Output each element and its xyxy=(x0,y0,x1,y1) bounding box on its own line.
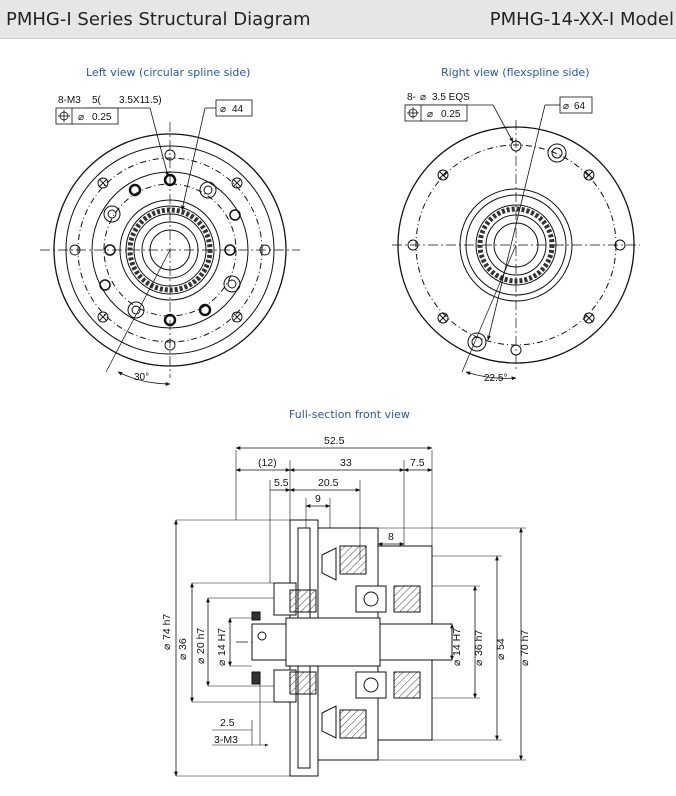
right-view-caption: Right view (flexspline side) xyxy=(441,66,590,79)
model-label: PMHG-14-XX-I Model xyxy=(489,9,674,30)
left-view-caption: Left view (circular spline side) xyxy=(86,66,251,79)
right-diameter-symbol-3: ⌀ xyxy=(563,101,569,112)
left-hole-callout: 8-M3 xyxy=(58,95,81,106)
dim-screw-depth: 2.5 xyxy=(220,717,235,729)
dim-d36-left: 36 xyxy=(177,638,189,650)
left-view xyxy=(40,107,300,386)
dim-d36-left-symbol: ⌀ xyxy=(177,653,189,660)
dim-ref-length: (12) xyxy=(258,457,277,469)
right-hole-size: 3.5 EQS xyxy=(432,92,470,103)
left-diameter-symbol: ⌀ xyxy=(78,112,84,123)
vertical-dim-labels: ⌀ 74 h7 ⌀ 36 ⌀ 20 h7 ⌀ 14 H7 ⌀ 14 H7 ⌀ 3… xyxy=(161,614,531,666)
left-hole-cbore: 3.5X11.5) xyxy=(119,95,162,106)
title-bar: PMHG-I Series Structural Diagram PMHG-14… xyxy=(0,0,676,39)
section-view-caption: Full-section front view xyxy=(289,408,410,421)
dim-mid-length: 20.5 xyxy=(318,477,339,489)
dim-d54-symbol: ⌀ xyxy=(495,653,507,660)
right-diameter-symbol: ⌀ xyxy=(420,92,426,103)
dim-body-length: 33 xyxy=(340,457,352,469)
dim-shoulder: 8 xyxy=(388,531,394,543)
right-angle-label: 22.5° xyxy=(484,373,507,384)
left-position-tolerance: 0.25 xyxy=(92,112,112,123)
dim-d54: 54 xyxy=(495,638,507,650)
right-hole-callout: 8- xyxy=(407,92,416,103)
left-hole-depth: 5( xyxy=(92,95,102,106)
dim-d74: 74 h7 xyxy=(161,614,173,640)
dim-right-flange: 7.5 xyxy=(410,457,425,469)
left-mid-holes xyxy=(99,173,241,327)
dim-d70-symbol: ⌀ xyxy=(519,659,531,666)
dim-d20: 20 h7 xyxy=(195,628,207,654)
dim-d70: 70 h7 xyxy=(519,630,531,656)
dim-d74-symbol: ⌀ xyxy=(161,643,173,650)
page-title: PMHG-I Series Structural Diagram xyxy=(6,9,311,30)
left-pilot-diameter: 44 xyxy=(232,104,244,115)
dim-d14-left-symbol: ⌀ xyxy=(216,659,228,666)
dim-d14-left: 14 H7 xyxy=(216,628,228,656)
dim-screw-callout: 3-M3 xyxy=(214,734,238,746)
section-view xyxy=(174,446,526,777)
left-tolerance-frame xyxy=(55,99,253,125)
left-outer-holes xyxy=(69,149,271,351)
right-pilot-diameter: 64 xyxy=(574,101,586,112)
left-angle-label: 30° xyxy=(134,372,149,383)
right-diameter-symbol-2: ⌀ xyxy=(427,109,433,120)
dim-d36-right-symbol: ⌀ xyxy=(473,659,485,666)
dim-groove: 9 xyxy=(315,493,321,505)
dim-d14-right: 14 H7 xyxy=(451,628,463,656)
left-diameter-symbol-2: ⌀ xyxy=(220,104,226,115)
right-tolerance-frame xyxy=(404,96,593,122)
right-view xyxy=(392,104,640,381)
right-outer-holes xyxy=(407,140,626,356)
dim-d20-symbol: ⌀ xyxy=(195,657,207,664)
dim-left-step: 5.5 xyxy=(274,477,289,489)
dim-overall-length: 52.5 xyxy=(324,435,345,447)
dim-d14-right-symbol: ⌀ xyxy=(451,659,463,666)
left-bearing-rollers xyxy=(127,207,213,293)
section-bearings xyxy=(289,545,421,739)
right-position-tolerance: 0.25 xyxy=(441,109,461,120)
dim-d36-right: 36 h7 xyxy=(473,630,485,656)
